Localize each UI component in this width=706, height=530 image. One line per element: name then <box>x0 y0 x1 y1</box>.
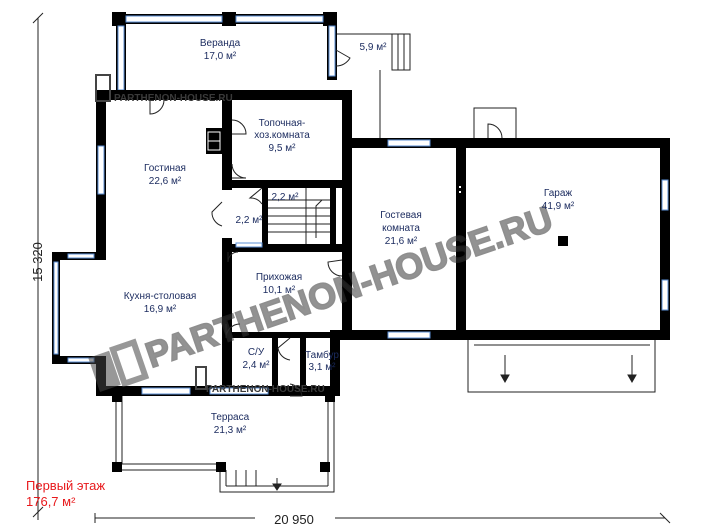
floor-area: 176,7 м² <box>26 494 76 509</box>
room-label-living: Гостиная 22,6 м² <box>144 163 186 187</box>
room-label-garage: Гараж 41,9 м² <box>542 188 575 212</box>
room-label-terrace: Терраса 21,3 м² <box>211 412 250 436</box>
staircase <box>268 188 330 244</box>
floor-name: Первый этаж <box>26 478 106 493</box>
height-dimension <box>32 12 44 520</box>
svg-text:Терраса: Терраса <box>211 412 250 423</box>
svg-text:21,6 м²: 21,6 м² <box>385 236 418 247</box>
width-dimension-label: 20 950 <box>274 512 314 527</box>
fireplace <box>207 131 221 151</box>
svg-text:17,0 м²: 17,0 м² <box>204 51 237 62</box>
garage-apron <box>467 335 656 393</box>
svg-text:21,3 м²: 21,3 м² <box>214 425 247 436</box>
svg-text:Веранда: Веранда <box>200 38 241 49</box>
svg-text:2,2 м²: 2,2 м² <box>272 192 300 203</box>
terrace-step-arrow <box>272 478 282 491</box>
svg-text:хоз.комната: хоз.комната <box>254 130 310 141</box>
svg-text:16,9 м²: 16,9 м² <box>144 304 177 315</box>
doors <box>149 49 503 397</box>
small-porch-outline <box>336 33 411 138</box>
height-dimension-label: 15 320 <box>30 242 45 282</box>
room-label-guest: Гостевая комната 21,6 м² <box>380 210 422 247</box>
watermark-top: PARTHENON-HOUSE.RU <box>95 74 233 104</box>
garage-entry-outline <box>473 107 517 140</box>
svg-text:С/У: С/У <box>248 347 265 358</box>
terrace-outline <box>115 395 335 493</box>
wall-vent <box>459 186 461 193</box>
room-label-hall-b: 2,2 м² <box>236 215 264 226</box>
svg-text:Кухня-столовая: Кухня-столовая <box>124 291 197 302</box>
room-label-boiler: Топочная- хоз.комната 9,5 м² <box>254 118 310 154</box>
room-label-veranda: Веранда 17,0 м² <box>200 38 241 62</box>
width-dimension <box>94 512 671 524</box>
garage-post <box>558 236 568 246</box>
room-label-small-porch: 5,9 м² <box>360 42 388 53</box>
svg-text:9,5 м²: 9,5 м² <box>269 143 297 154</box>
terrace-columns <box>112 392 335 472</box>
svg-text:Гостиная: Гостиная <box>144 163 186 174</box>
room-label-hall-a: 2,2 м² <box>272 192 300 203</box>
svg-text:PARTHENON-HOUSE.RU: PARTHENON-HOUSE.RU <box>114 93 233 104</box>
svg-text:2,4 м²: 2,4 м² <box>243 360 271 371</box>
room-label-wc: С/У 2,4 м² <box>243 347 271 371</box>
veranda-windows <box>117 15 336 91</box>
svg-text:Прихожая: Прихожая <box>256 272 302 283</box>
svg-text:10,1 м²: 10,1 м² <box>263 285 296 296</box>
house-windows <box>53 139 669 395</box>
floor-caption: Первый этаж 176,7 м² <box>26 478 105 510</box>
svg-text:3,1 м²: 3,1 м² <box>309 362 337 373</box>
room-label-vestibule: Тамбур 3,1 м² <box>305 349 339 373</box>
svg-text:5,9 м²: 5,9 м² <box>360 42 388 53</box>
svg-text:PARTHENON-HOUSE.RU: PARTHENON-HOUSE.RU <box>206 384 325 395</box>
svg-text:2,2 м²: 2,2 м² <box>236 215 264 226</box>
watermark-bottom: PARTHENON-HOUSE.RU <box>195 366 325 395</box>
svg-text:22,6 м²: 22,6 м² <box>149 176 182 187</box>
garage-arrows <box>500 355 637 384</box>
svg-text:41,9 м²: 41,9 м² <box>542 201 575 212</box>
room-label-kitchen: Кухня-столовая 16,9 м² <box>124 291 197 315</box>
svg-text:комната: комната <box>382 223 420 234</box>
svg-text:Гараж: Гараж <box>544 188 573 199</box>
svg-text:Топочная-: Топочная- <box>259 118 306 129</box>
svg-text:Гостевая: Гостевая <box>380 210 422 221</box>
svg-text:Тамбур: Тамбур <box>305 349 339 361</box>
room-label-entry: Прихожая 10,1 м² <box>256 272 302 296</box>
